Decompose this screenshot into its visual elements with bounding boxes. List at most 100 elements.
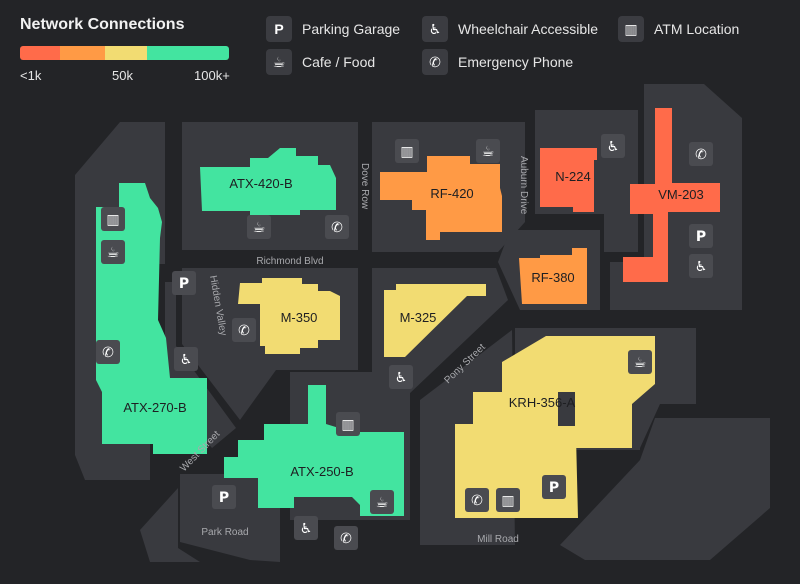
scale-segment-mid: [105, 46, 147, 60]
cafe-icon: ☕: [247, 215, 271, 239]
atm-icon: ▥: [336, 412, 360, 436]
svg-text:♿: ♿: [607, 139, 620, 155]
wheelchair-icon: ♿: [294, 516, 318, 540]
building-label-m-325: M-325: [400, 310, 437, 325]
svg-text:☕: ☕: [634, 355, 647, 371]
buildings: [96, 108, 720, 518]
parking-icon: P: [212, 485, 236, 509]
wheelchair-icon: ♿: [422, 16, 448, 42]
wheelchair-icon: ♿: [689, 254, 713, 278]
block-center: [372, 268, 508, 395]
key-parking: P Parking Garage: [266, 16, 400, 42]
scale-segment-low: [20, 46, 60, 60]
emergency-phone-icon: ✆: [96, 340, 120, 364]
svg-text:♿: ♿: [695, 259, 708, 275]
atm-icon: ▥: [496, 488, 520, 512]
building-m-325: [384, 284, 486, 357]
color-scale: [20, 46, 229, 60]
building-label-m-350: M-350: [281, 310, 318, 325]
key-cafe: ☕ Cafe / Food: [266, 49, 375, 75]
key-emergency-phone-label: Emergency Phone: [458, 54, 574, 70]
svg-text:✆: ✆: [471, 493, 483, 509]
street-label-pony-street: Pony Street: [442, 342, 487, 386]
atm-icon: ▥: [618, 16, 644, 42]
building-atx-420-b: [200, 148, 336, 215]
svg-text:✆: ✆: [102, 345, 114, 361]
street-labels: Richmond Blvd Dove Row Auburn Drive Hidd…: [178, 156, 529, 545]
building-atx-270-b: [96, 183, 207, 454]
svg-text:P: P: [219, 490, 229, 506]
svg-text:▥: ▥: [341, 417, 354, 433]
building-label-rf-420: RF-420: [430, 186, 473, 201]
scale-label-low: <1k: [20, 68, 42, 83]
svg-text:♿: ♿: [300, 521, 313, 537]
svg-text:✆: ✆: [238, 323, 250, 339]
key-wheelchair-label: Wheelchair Accessible: [458, 21, 599, 37]
block-north-1: [182, 122, 358, 250]
legend-title: Network Connections: [20, 16, 185, 33]
block-southeast: [560, 418, 770, 560]
scale-segment-high: [147, 46, 229, 60]
building-labels: ATX-420-B RF-420 N-224 VM-203 RF-380 M-3…: [123, 169, 703, 479]
building-atx-250-b: [224, 385, 404, 516]
block-hidden-valley: [165, 282, 236, 448]
building-label-atx-250-b: ATX-250-B: [290, 464, 353, 479]
parking-icon: P: [689, 224, 713, 248]
emergency-phone-icon: ✆: [689, 142, 713, 166]
scale-label-mid: 50k: [112, 68, 133, 83]
svg-text:☕: ☕: [253, 220, 266, 236]
atm-icon: ▥: [101, 207, 125, 231]
svg-text:✆: ✆: [340, 531, 352, 547]
emergency-phone-icon: ✆: [232, 318, 256, 342]
block-north-2: [372, 122, 525, 252]
block-east: [515, 328, 696, 450]
svg-text:▥: ▥: [106, 212, 119, 228]
building-krh-356-a: [455, 336, 655, 518]
building-rf-420: [380, 156, 502, 240]
block-rf380: [498, 230, 600, 310]
key-cafe-label: Cafe / Food: [302, 54, 376, 70]
emergency-phone-icon: ✆: [465, 488, 489, 512]
block-southwest: [180, 474, 280, 562]
building-label-n-224: N-224: [555, 169, 590, 184]
svg-text:✆: ✆: [695, 147, 707, 163]
amenity-markers: ☕ ✆ ▥ ☕ ♿ ✆ P ♿ ▥ ☕ P ✆ ♿ ✆ ♿ ☕ ✆ ▥ P ▥ …: [96, 134, 713, 550]
scale-segment-mid-low: [60, 46, 105, 60]
scale-label-high: 100k+: [194, 68, 230, 83]
emergency-phone-icon: ✆: [334, 526, 358, 550]
block-south-1: [290, 372, 410, 520]
cafe-icon: ☕: [266, 49, 292, 75]
block-west: [75, 122, 165, 480]
key-atm-label: ATM Location: [654, 21, 740, 37]
street-label-park-road: Park Road: [201, 527, 248, 538]
svg-text:▥: ▥: [400, 144, 413, 160]
key-atm: ▥ ATM Location: [618, 16, 739, 42]
wheelchair-icon: ♿: [389, 365, 413, 389]
block-south-center: [420, 330, 515, 545]
svg-text:▥: ▥: [501, 493, 514, 509]
svg-text:♿: ♿: [180, 352, 193, 368]
street-label-west-street: West Street: [178, 429, 222, 474]
block-northeast: [610, 84, 742, 310]
svg-text:P: P: [549, 480, 559, 496]
block-sw-corner: [140, 488, 200, 562]
building-label-atx-420-b: ATX-420-B: [229, 176, 292, 191]
street-label-hidden-valley: Hidden Valley: [207, 275, 228, 337]
street-label-auburn-drive: Auburn Drive: [518, 156, 529, 215]
cafe-icon: ☕: [370, 490, 394, 514]
building-m-350: [238, 278, 340, 354]
atm-icon: ▥: [395, 139, 419, 163]
wheelchair-icon: ♿: [174, 347, 198, 371]
street-label-dove-row: Dove Row: [359, 163, 370, 210]
cafe-icon: ☕: [476, 139, 500, 163]
building-n-224: [540, 148, 597, 212]
cafe-icon: ☕: [101, 240, 125, 264]
parking-icon: P: [266, 16, 292, 42]
wheelchair-icon: ♿: [601, 134, 625, 158]
svg-text:☕: ☕: [376, 495, 389, 511]
emergency-phone-icon: ✆: [422, 49, 448, 75]
svg-text:☕: ☕: [107, 245, 120, 261]
building-label-vm-203: VM-203: [658, 187, 704, 202]
street-label-richmond-blvd: Richmond Blvd: [256, 256, 323, 267]
